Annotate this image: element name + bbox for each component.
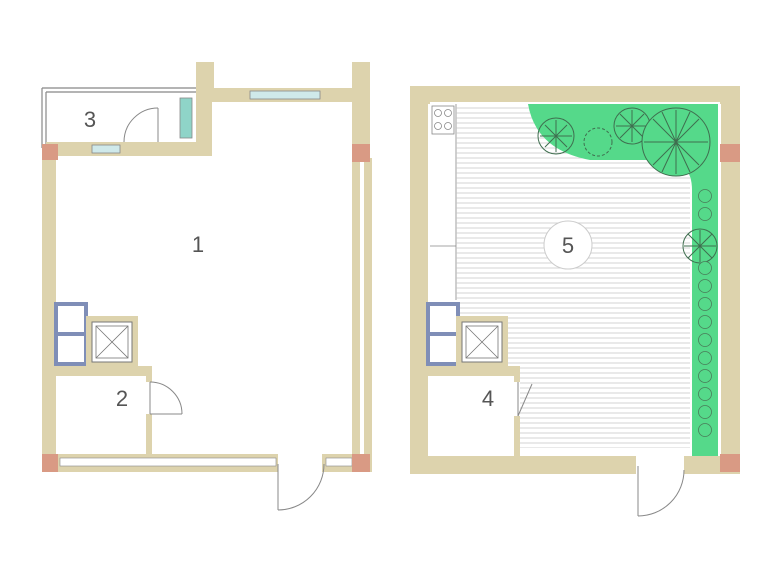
shrub-icon: [698, 351, 712, 365]
shrub-icon: [698, 333, 712, 347]
room-1-label: 1: [192, 232, 204, 257]
shrub-icon: [698, 207, 712, 221]
left-ventilation-shaft: [91, 321, 133, 363]
room-5-label-circle: [543, 220, 593, 270]
room-4-label: 4: [482, 386, 494, 411]
left-entrance-door: [277, 463, 325, 511]
balcony-slab: [46, 142, 210, 156]
shrub-icon: [698, 369, 712, 383]
room-4-door: [517, 382, 533, 417]
right-entrance-door: [637, 466, 685, 517]
garden-shrubs: [698, 189, 712, 437]
shrub-icon: [698, 261, 712, 275]
right-shaft-partitions: [426, 302, 460, 366]
right-columns: [720, 144, 740, 472]
shrub-icon: [698, 405, 712, 419]
balcony-outline: [41, 87, 198, 148]
bathroom-walls: [56, 366, 152, 456]
room-5-label: 5: [562, 233, 574, 258]
balcony-partition: [162, 142, 172, 156]
room-2-label: 2: [116, 386, 128, 411]
shrub-icon: [698, 297, 712, 311]
garden-trees: [537, 107, 718, 264]
left-right-window: [360, 164, 364, 452]
shrub-icon: [698, 189, 712, 203]
right-side-window: [718, 104, 721, 456]
shrub-icon: [698, 315, 712, 329]
balcony-window: [91, 144, 121, 154]
right-ventilation-shaft: [461, 321, 503, 363]
left-shaft-partitions: [54, 302, 88, 366]
shrub-icon: [698, 387, 712, 401]
balcony-stair-box: [179, 97, 193, 139]
stove-icon: [431, 105, 455, 135]
left-floor-plan: 1 2 3: [41, 62, 372, 511]
room-3-label: 3: [84, 107, 96, 132]
left-bottom-right-window: [325, 457, 353, 467]
left-top-window: [249, 90, 321, 100]
right-top-window: [430, 102, 720, 105]
shrub-icon: [698, 279, 712, 293]
left-columns: [42, 144, 370, 472]
room-4-walls: [428, 366, 520, 458]
shrub-icon: [698, 423, 712, 437]
balcony-door: [123, 107, 159, 143]
room-4-floor: [430, 368, 516, 456]
kitchen-counter: [430, 104, 457, 300]
left-bottom-window: [59, 457, 277, 467]
bathroom-door: [149, 381, 183, 415]
right-floor-plan: 5 4: [410, 86, 740, 517]
